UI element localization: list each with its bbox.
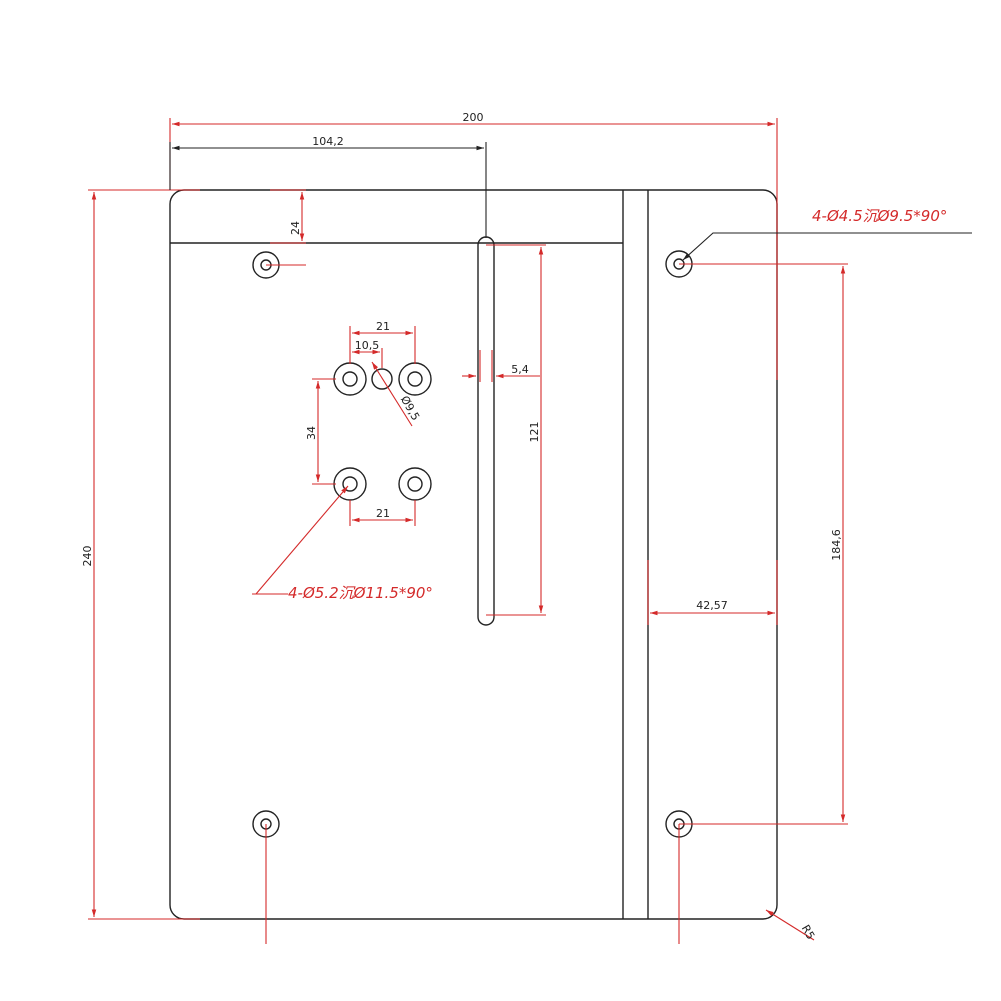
dimension-labels: 200 104,2 24 240 21 10,5 Ø9,5 5,4 121 34… [81,111,843,942]
notes: 4-Ø4.5沉Ø9.5*90° 4-Ø5.2沉Ø11.5*90° [288,207,947,602]
corner-holes [252,250,693,838]
center-hole-top-left [333,362,367,396]
center-hole-middle [371,368,393,390]
note-corner-holes: 4-Ø4.5沉Ø9.5*90° [812,207,947,225]
plate-outline [169,189,778,920]
dimension-lines [88,118,848,944]
label-left-to-slot: 104,2 [312,135,344,148]
center-holes [333,362,432,501]
label-right-strip-width: 42,57 [696,599,728,612]
label-slot-length: 121 [528,422,541,443]
center-hole-top-right [398,362,432,396]
slot [477,236,495,626]
label-hole-pitch-bottom: 21 [376,507,390,520]
center-hole-bottom-right [398,467,432,501]
plate-border [169,189,778,920]
label-corner-radius: R5 [799,923,818,942]
label-hole-offset: 10,5 [355,339,380,352]
center-hole-bottom-left [333,467,367,501]
dark-dimension-lines [169,142,972,261]
label-right-hole-spacing: 184,6 [830,529,843,561]
label-slot-width: 5,4 [511,363,529,376]
note-center-holes: 4-Ø5.2沉Ø11.5*90° [288,584,433,602]
label-vertical-pitch: 34 [305,426,318,440]
label-top-strip: 24 [289,221,302,235]
label-overall-width: 200 [463,111,484,124]
label-overall-height: 240 [81,546,94,567]
label-hole-pitch-top: 21 [376,320,390,333]
